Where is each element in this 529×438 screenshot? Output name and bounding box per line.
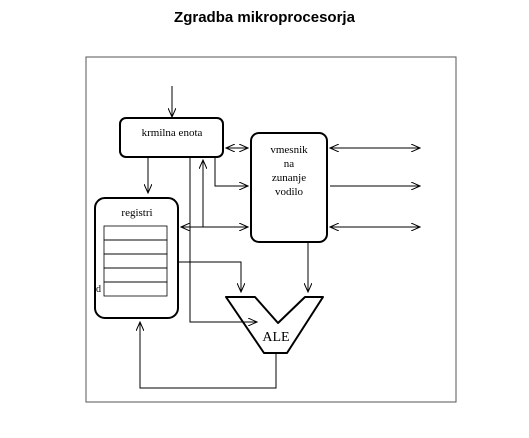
register-mark: d [96, 284, 101, 295]
interface-label-line2: na [284, 158, 295, 170]
arrow-control-alu [189, 158, 257, 322]
alu-block [225, 296, 324, 354]
diagram-title: Zgradba mikroprocesorja [174, 9, 355, 26]
interface-label-line4: vodilo [275, 186, 304, 198]
arrow-registers-alu [178, 261, 241, 292]
connections [140, 86, 420, 389]
registers-label: registri [121, 207, 152, 219]
register-stack [103, 225, 168, 297]
registers-block [94, 197, 179, 319]
register-cell-5 [103, 281, 168, 297]
arrow-control-interface-elbow [214, 158, 248, 186]
alu-label: ALE [262, 330, 289, 345]
interface-label-line1: vmesnik [270, 144, 308, 156]
interface-block [250, 132, 328, 243]
outer-frame [85, 56, 457, 403]
interface-label-line3: zunanje [272, 172, 306, 184]
control-unit-block [119, 117, 224, 158]
control-unit-label: krmilna enota [142, 127, 203, 139]
arrow-alu-registers [140, 322, 277, 389]
